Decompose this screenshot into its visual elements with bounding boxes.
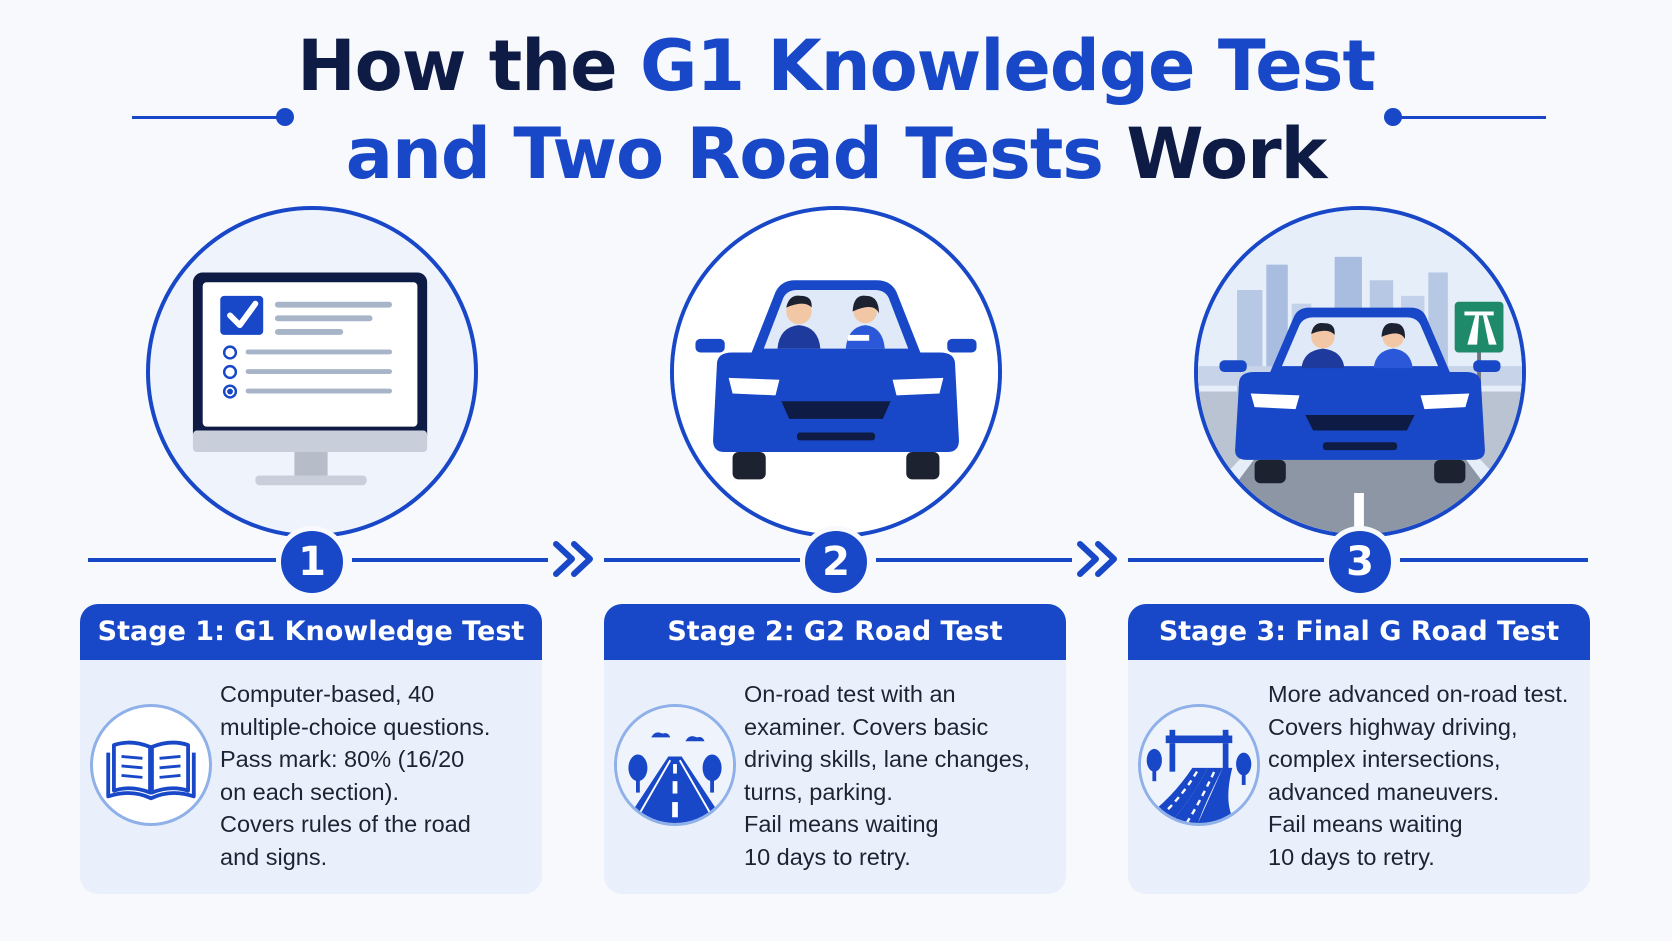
stage-2-illustration: [670, 206, 1002, 538]
stage-2-number-badge: 2: [800, 526, 872, 598]
double-chevron-right-icon: [1077, 541, 1117, 577]
title-highlight-1: G1 Knowledge Test: [639, 25, 1376, 107]
title-line-2: and Two Road Tests Work: [345, 113, 1327, 195]
timeline-line-2: [352, 558, 548, 562]
car-on-highway-icon: [1198, 210, 1522, 534]
stage-2-heading: Stage 2: G2 Road Test: [604, 604, 1066, 660]
stage-3-heading: Stage 3: Final G Road Test: [1128, 604, 1590, 660]
stage-1-heading: Stage 1: G1 Knowledge Test: [80, 604, 542, 660]
car-with-examiner-icon: [674, 210, 998, 534]
stage-2-description: On-road test with an examiner. Covers ba…: [744, 681, 1031, 870]
double-chevron-right-icon: [553, 541, 593, 577]
stage-1-description: Computer-based, 40 multiple-choice quest…: [220, 681, 491, 870]
stage-3-card: Stage 3: Final G Road Test More advanced…: [1128, 604, 1590, 894]
computer-quiz-icon: [192, 272, 428, 486]
timeline-line-6: [1400, 558, 1588, 562]
stage-3-number-badge: 3: [1324, 526, 1396, 598]
timeline-line-4: [876, 558, 1072, 562]
stage-1-number-badge: 1: [276, 526, 348, 598]
road-icon: [617, 707, 733, 823]
timeline-line-3: [604, 558, 800, 562]
timeline-line-1: [88, 558, 276, 562]
open-book-icon: [106, 740, 196, 801]
title-highlight-2: and Two Road Tests: [345, 113, 1104, 195]
stage-2-icon-badge: [614, 704, 736, 826]
title-line-1: How the G1 Knowledge Test: [297, 25, 1376, 107]
stage-1-icon-badge: [90, 704, 212, 826]
title-deco-line-right: [1398, 116, 1546, 119]
stage-3-illustration: [1194, 206, 1526, 538]
title-deco-dot-left: [276, 108, 294, 126]
stage-3-icon-badge: [1138, 704, 1260, 826]
stage-2-card: Stage 2: G2 Road Test On-road test with …: [604, 604, 1066, 894]
page-title: How the G1 Knowledge Test and Two Road T…: [0, 22, 1672, 198]
stage-1-card: Stage 1: G1 Knowledge Test Computer-base…: [80, 604, 542, 894]
highway-overpass-icon: [1141, 707, 1257, 823]
title-deco-line-left: [132, 116, 282, 119]
title-deco-dot-right: [1384, 108, 1402, 126]
stage-1-illustration: [146, 206, 478, 538]
stage-3-description: More advanced on-road test. Covers highw…: [1268, 681, 1569, 870]
timeline-line-5: [1128, 558, 1324, 562]
